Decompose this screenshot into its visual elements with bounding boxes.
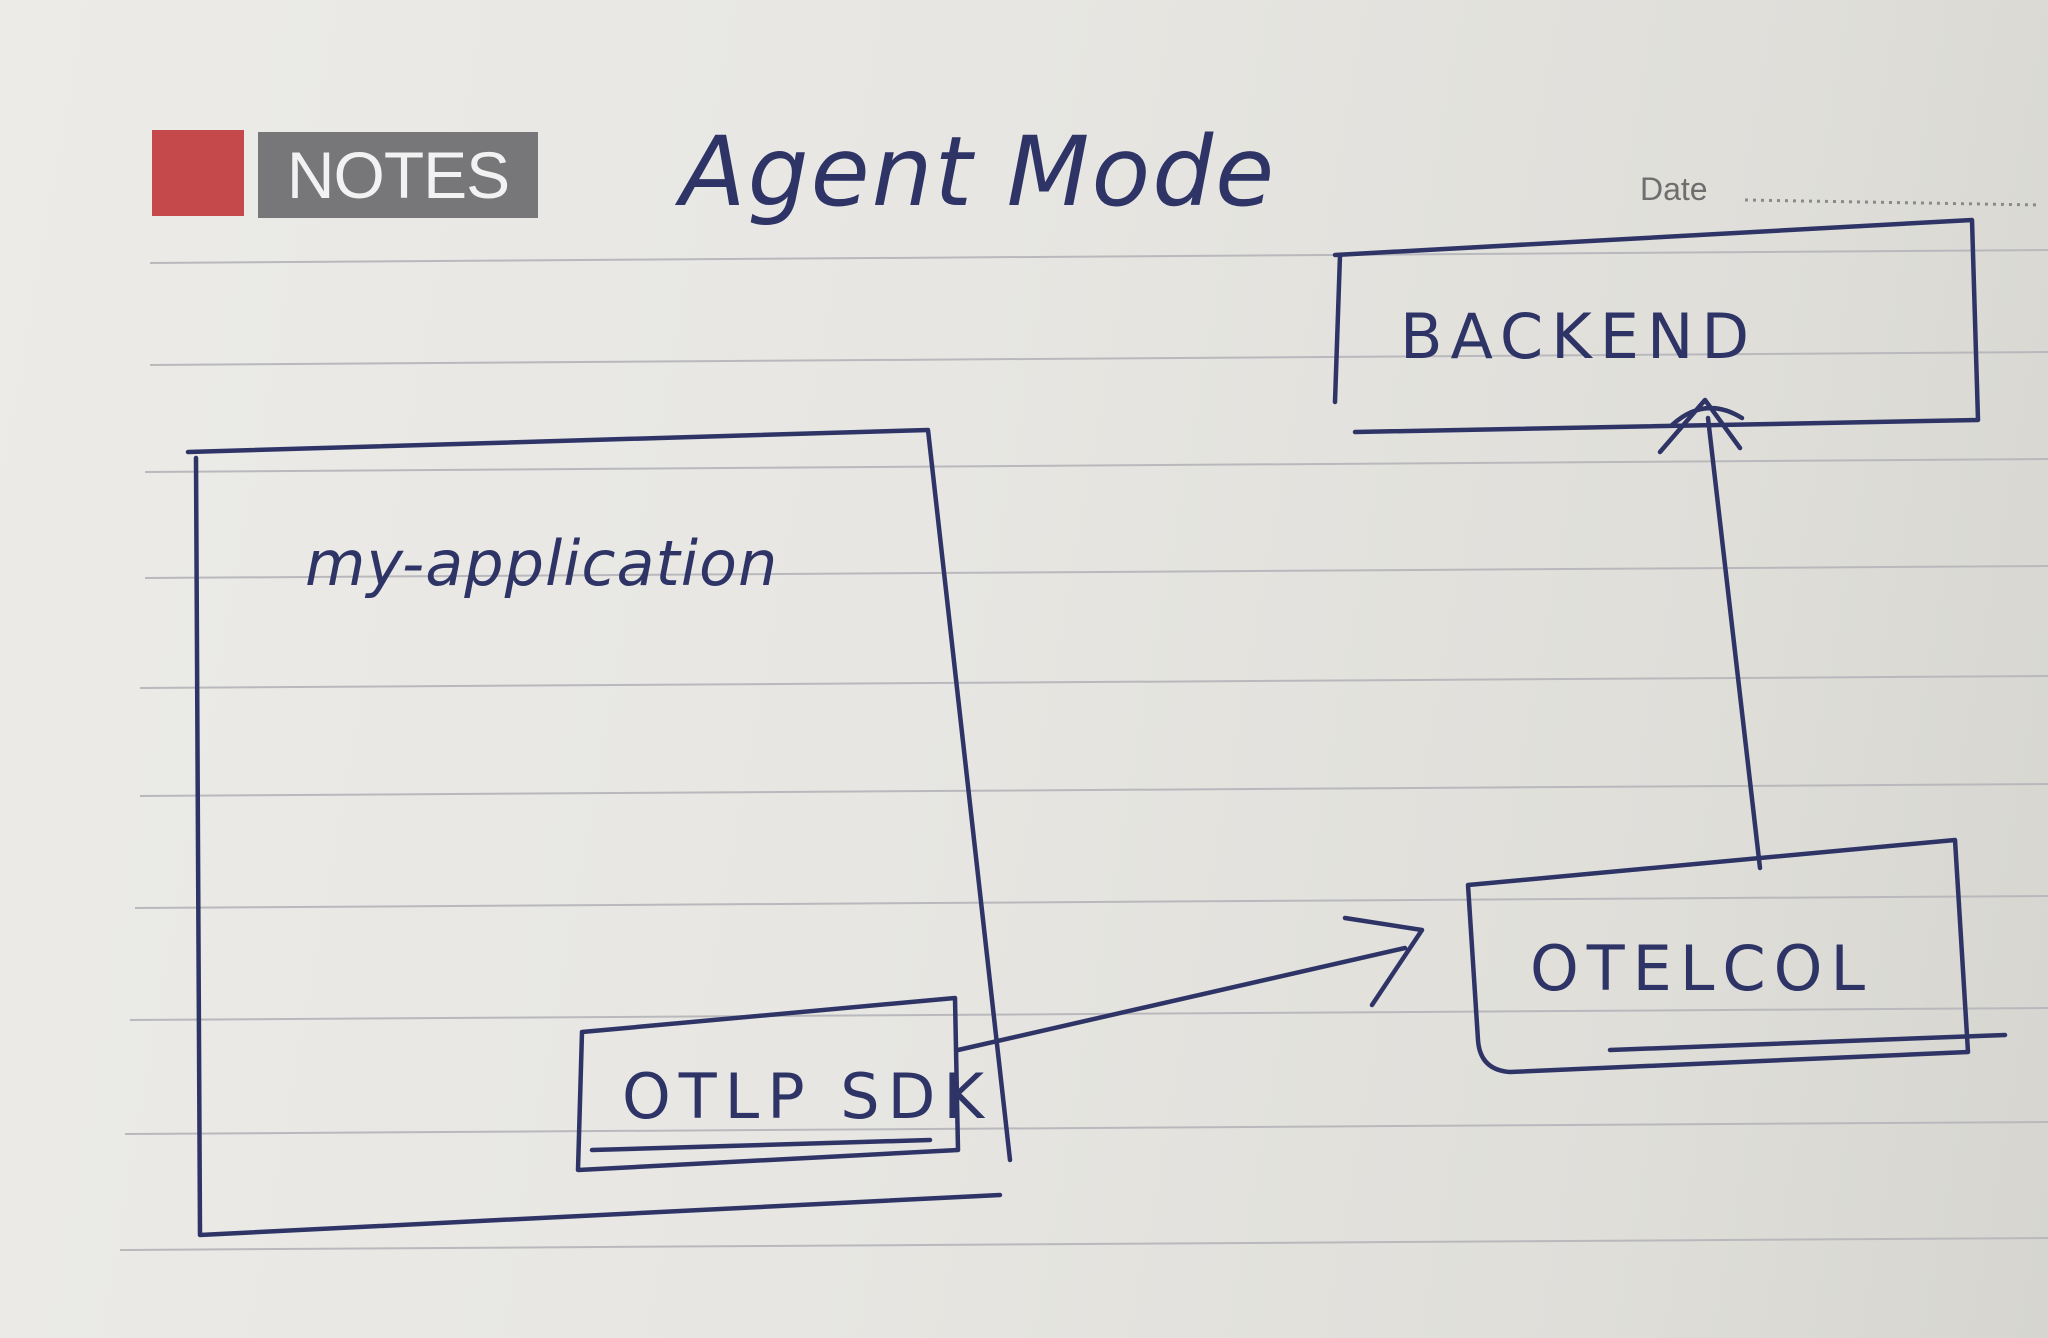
rule-line [139,675,2048,689]
rule-line [144,565,2048,579]
date-dotted-line [1744,198,2041,207]
sdk-box-outline [575,995,961,1173]
backend-label: BACKEND [1400,300,1757,373]
arrow-line [955,945,1408,1053]
notes-label-background [258,132,538,218]
app-label: my-application [305,527,778,600]
rule-line [129,1007,2048,1021]
collector-label: OTELCOL [1530,932,1873,1005]
date-field: Date [1640,171,2041,207]
arrow-line [1705,415,1763,871]
node-sdk: OTLP SDK [575,995,992,1173]
ruled-lines [119,249,2048,1251]
notes-label: NOTES [287,138,509,212]
node-app: my-application [185,427,1013,1238]
rule-line [149,351,2048,366]
rule-line [124,1121,2048,1135]
sdk-underline [589,1137,933,1153]
backend-box-outline [1332,217,1981,435]
edge-sdk-to-collector [955,915,1425,1053]
date-label: Date [1640,171,1708,207]
rule-line [149,249,2048,264]
node-backend: BACKEND [1332,217,1981,435]
rule-line [144,458,2048,473]
rule-line [134,895,2048,909]
app-box-outline [185,427,1013,1238]
notes-header: NOTES [152,130,538,218]
node-collector: OTELCOL [1465,837,2008,1075]
rule-line [139,783,2048,797]
arrow-head [1342,915,1425,1008]
collector-underline [1607,1032,2008,1053]
arrow-head [1657,397,1745,455]
notes-accent-square [152,130,244,216]
diagram-title: Agent Mode [674,116,1276,228]
collector-box-outline [1465,837,1971,1075]
sdk-label: OTLP SDK [622,1060,992,1133]
edge-collector-to-backend [1657,397,1763,871]
rule-line [119,1237,2048,1251]
